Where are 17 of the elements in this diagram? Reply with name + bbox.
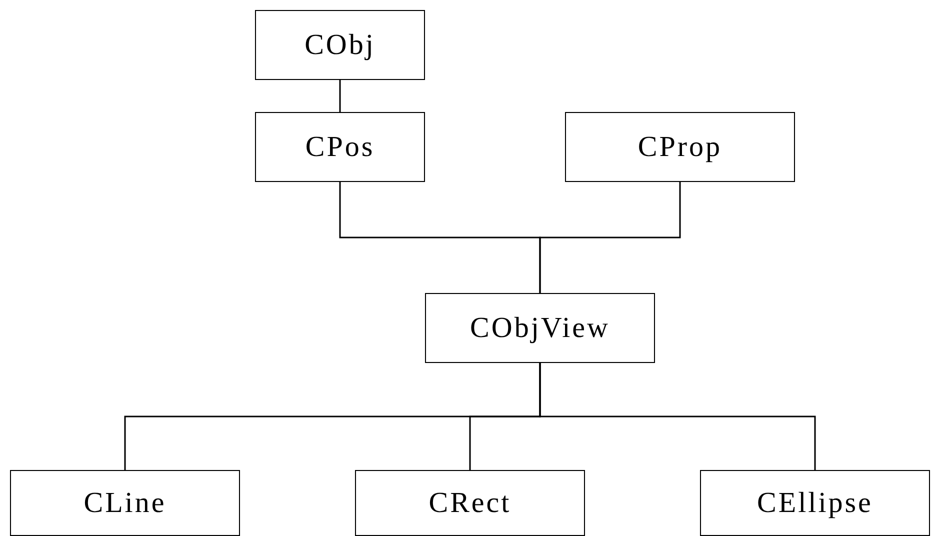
class-name: CObj	[304, 28, 376, 62]
class-box	[10, 470, 240, 536]
connector-line	[339, 80, 341, 112]
class-box	[355, 470, 585, 536]
class-box	[425, 293, 655, 363]
connector-line	[539, 363, 816, 470]
class-name: CProp	[638, 130, 722, 164]
class-name: CPos	[305, 130, 375, 164]
class-box	[255, 10, 425, 80]
class-box	[700, 470, 930, 536]
connector-line	[539, 182, 681, 293]
class-box	[255, 112, 425, 182]
class-name: CLine	[84, 486, 166, 520]
class-box	[565, 112, 795, 182]
class-name: CEllipse	[757, 486, 873, 520]
class-name: CObjView	[470, 312, 610, 344]
class-name: CRect	[428, 486, 512, 520]
